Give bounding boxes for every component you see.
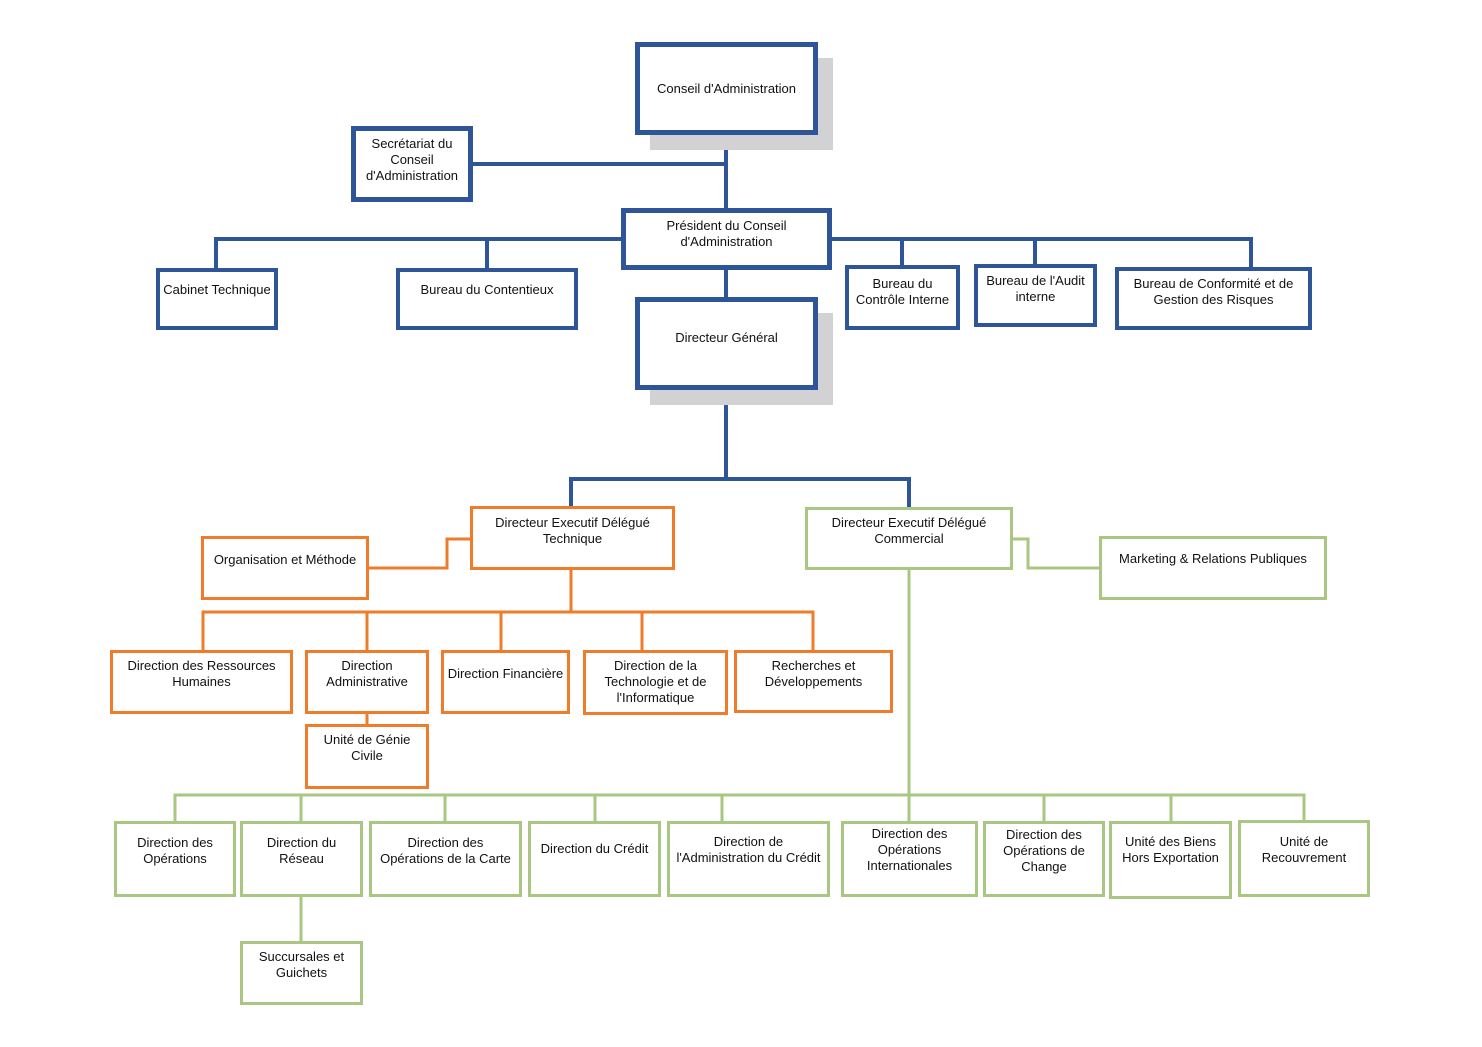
bureau-contentieux-box: Bureau du Contentieux <box>396 268 578 330</box>
succursales-guichets-box: Succursales et Guichets <box>240 941 363 1005</box>
executive-connectors <box>214 134 1253 508</box>
president-conseil-box: Président du Conseil d'Administration <box>621 208 832 270</box>
connector-marketing <box>1011 537 1101 570</box>
direction-financiere-box: Direction Financière <box>441 650 570 714</box>
connector-organisation <box>366 537 472 570</box>
secretariat-conseil-box: Secrétariat du Conseil d'Administration <box>351 126 473 202</box>
ded-technique-box: Directeur Executif Délégué Technique <box>470 506 675 570</box>
direction-administrative-box: Direction Administrative <box>305 650 429 714</box>
bureau-conformite-box: Bureau de Conformité et de Gestion des R… <box>1115 267 1312 330</box>
direction-technologie-informatique-box: Direction de la Technologie et de l'Info… <box>583 650 728 715</box>
technical-connectors <box>201 537 815 726</box>
direction-credit-box: Direction du Crédit <box>528 821 661 897</box>
connector-commercial-directions <box>173 569 1306 822</box>
unite-genie-civile-box: Unité de Génie Civile <box>305 724 429 789</box>
direction-operations-change-box: Direction des Opérations de Change <box>983 821 1105 897</box>
connector-left-staff <box>214 237 622 268</box>
ded-commercial-box: Directeur Executif Délégué Commercial <box>805 507 1013 570</box>
unite-recouvrement-box: Unité de Recouvrement <box>1238 820 1370 897</box>
unite-biens-hors-exportation-box: Unité des Biens Hors Exportation <box>1109 821 1232 899</box>
marketing-relations-publiques-box: Marketing & Relations Publiques <box>1099 536 1327 600</box>
connector-technical-directions <box>201 569 815 650</box>
bureau-controle-interne-box: Bureau du Contrôle Interne <box>845 265 960 330</box>
recherches-developpements-box: Recherches et Développements <box>734 650 893 713</box>
direction-operations-carte-box: Direction des Opérations de la Carte <box>369 821 522 897</box>
connector-dg-deputies <box>569 388 911 508</box>
direction-administration-credit-box: Direction de l'Administration du Crédit <box>667 821 830 897</box>
directeur-general-box: Directeur Général <box>635 297 818 390</box>
cabinet-technique-box: Cabinet Technique <box>156 268 278 330</box>
commercial-connectors <box>173 537 1306 943</box>
direction-reseau-box: Direction du Réseau <box>240 821 363 897</box>
connector-right-staff <box>831 237 1253 268</box>
bureau-audit-interne-box: Bureau de l'Audit interne <box>974 264 1097 327</box>
direction-operations-box: Direction des Opérations <box>114 821 236 897</box>
conseil-administration-box: Conseil d'Administration <box>635 42 818 135</box>
direction-ressources-humaines-box: Direction des Ressources Humaines <box>110 650 293 714</box>
direction-operations-internationales-box: Direction des Opérations Internationales <box>841 821 978 897</box>
organisation-methode-box: Organisation et Méthode <box>201 536 369 600</box>
